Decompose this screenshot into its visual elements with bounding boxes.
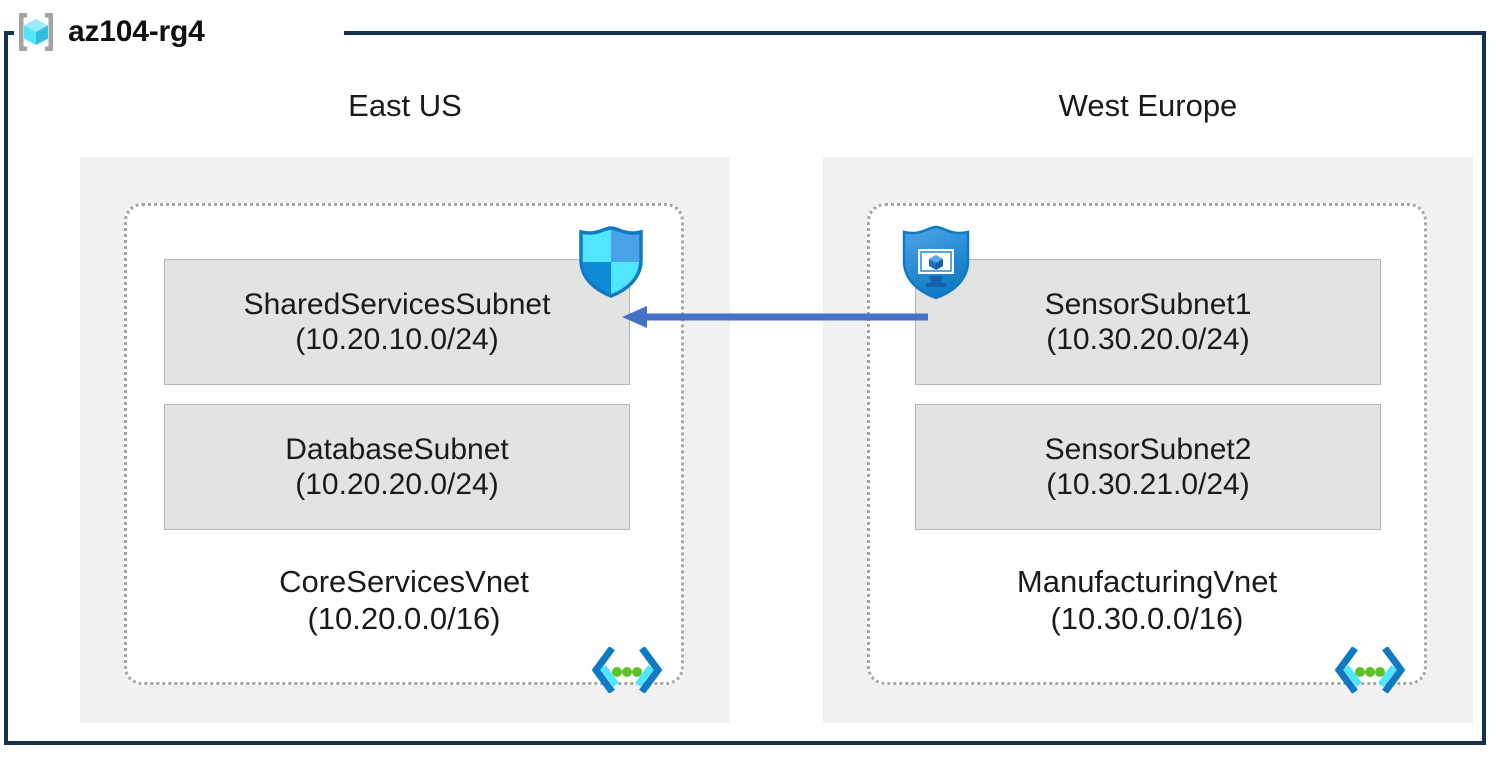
subnet-cidr: (10.30.20.0/24) — [1046, 323, 1250, 356]
subnet-name: SharedServicesSubnet — [243, 287, 551, 321]
subnet-box-sensorsubnet1: SensorSubnet1 (10.30.20.0/24) — [915, 259, 1381, 385]
vnet-cidr: (10.20.0.0/16) — [307, 600, 501, 636]
application-security-group-shield-icon — [900, 224, 972, 300]
resource-group-title: az104-rg4 — [14, 8, 213, 56]
virtual-network-icon — [591, 646, 663, 694]
subnet-name: DatabaseSubnet — [285, 432, 509, 466]
network-security-group-shield-icon — [578, 226, 644, 298]
resource-group-cube-icon — [14, 10, 58, 54]
subnet-name: SensorSubnet1 — [1044, 287, 1252, 321]
resource-group-frame — [4, 31, 1486, 745]
subnet-box-sharedservicessubnet: SharedServicesSubnet (10.20.10.0/24) — [164, 259, 630, 385]
subnet-box-sensorsubnet2: SensorSubnet2 (10.30.21.0/24) — [915, 404, 1381, 530]
region-label-east-us: East US — [348, 88, 462, 123]
vnet-caption-manufacturingvnet: ManufacturingVnet (10.30.0.0/16) — [867, 564, 1427, 637]
vnet-name: CoreServicesVnet — [279, 564, 529, 599]
subnet-cidr: (10.20.10.0/24) — [295, 323, 499, 356]
vnet-caption-coreservicesvnet: CoreServicesVnet (10.20.0.0/16) — [124, 564, 684, 637]
virtual-network-icon — [1334, 646, 1406, 694]
subnet-name: SensorSubnet2 — [1044, 432, 1252, 466]
subnet-box-databasesubnet: DatabaseSubnet (10.20.20.0/24) — [164, 404, 630, 530]
vnet-name: ManufacturingVnet — [1016, 564, 1278, 599]
vnet-cidr: (10.30.0.0/16) — [1050, 600, 1244, 636]
vnet-peering-arrow — [620, 300, 930, 334]
resource-group-name: az104-rg4 — [68, 15, 205, 48]
subnet-cidr: (10.30.21.0/24) — [1046, 468, 1250, 501]
region-label-west-europe: West Europe — [1058, 88, 1238, 123]
subnet-cidr: (10.20.20.0/24) — [295, 468, 499, 501]
